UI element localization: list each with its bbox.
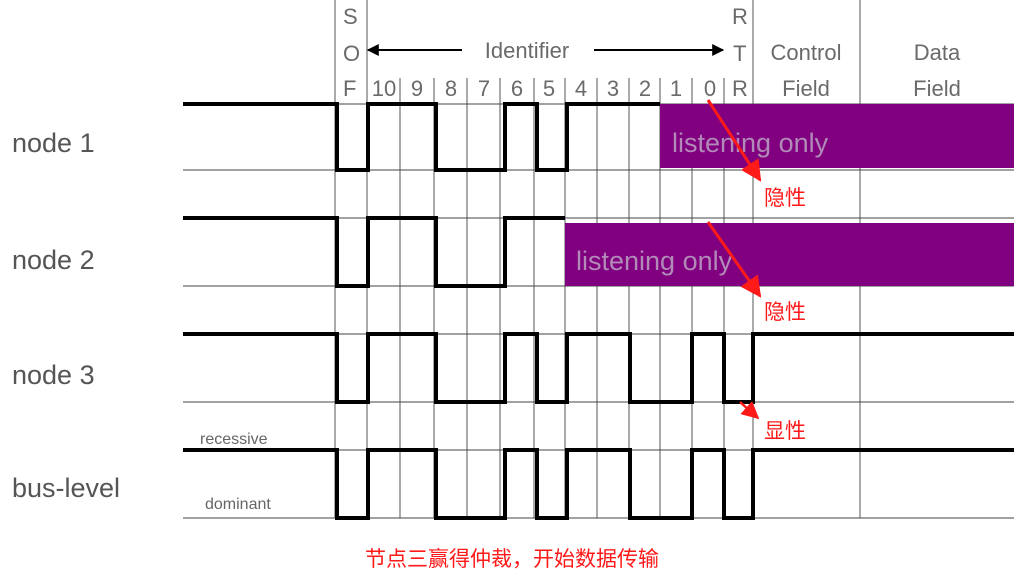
bit-label: 2 — [639, 76, 651, 101]
node3-trace — [183, 332, 1014, 404]
node1-listening-text: listening only — [672, 128, 829, 158]
rtr-letter-r1: R — [732, 4, 748, 29]
rtr-letter-t: T — [733, 41, 746, 66]
row-label-node1: node 1 — [12, 128, 95, 158]
sof-letter-s: S — [343, 4, 358, 29]
bit-label: 3 — [607, 76, 619, 101]
node1-annotation-arrow — [706, 99, 762, 182]
data-field-line1: Data — [914, 40, 961, 65]
bus-trace — [183, 448, 1014, 520]
dominant-label: dominant — [205, 496, 271, 513]
bit-label: 7 — [478, 76, 490, 101]
rtr-letter-r2: R — [732, 76, 748, 101]
row-label-node3: node 3 — [12, 360, 95, 390]
bit-label: 1 — [670, 76, 682, 101]
diagram-caption: 节点三赢得仲裁，开始数据传输 — [365, 547, 659, 571]
bit-label: 4 — [575, 76, 587, 101]
identifier-label: Identifier — [485, 38, 569, 63]
bit-label: 0 — [704, 76, 716, 101]
node2-annotation-arrow — [706, 221, 762, 298]
sof-letter-f: F — [343, 76, 356, 101]
node2-recessive-note: 隐性 — [764, 300, 806, 324]
control-field-line2: Field — [782, 76, 830, 101]
signal-traces — [183, 102, 1014, 520]
control-field-line1: Control — [771, 40, 842, 65]
recessive-label: recessive — [200, 431, 268, 448]
node1-trace — [183, 102, 660, 172]
bit-label: 5 — [543, 76, 555, 101]
node1-recessive-note: 隐性 — [764, 186, 806, 210]
bit-label: 6 — [511, 76, 523, 101]
bit-label: 8 — [445, 76, 457, 101]
data-field-line2: Field — [913, 76, 961, 101]
node3-annotation-arrow — [739, 400, 760, 420]
sof-letter-o: O — [343, 41, 360, 66]
row-label-bus: bus-level — [12, 473, 120, 503]
row-label-node2: node 2 — [12, 245, 95, 275]
node2-listening-text: listening only — [576, 246, 733, 276]
bit-label: 9 — [411, 76, 423, 101]
node2-trace — [183, 216, 565, 288]
bit-label: 10 — [372, 76, 396, 101]
node3-dominant-note: 显性 — [764, 419, 806, 443]
node2-listening-bar — [565, 223, 1014, 286]
